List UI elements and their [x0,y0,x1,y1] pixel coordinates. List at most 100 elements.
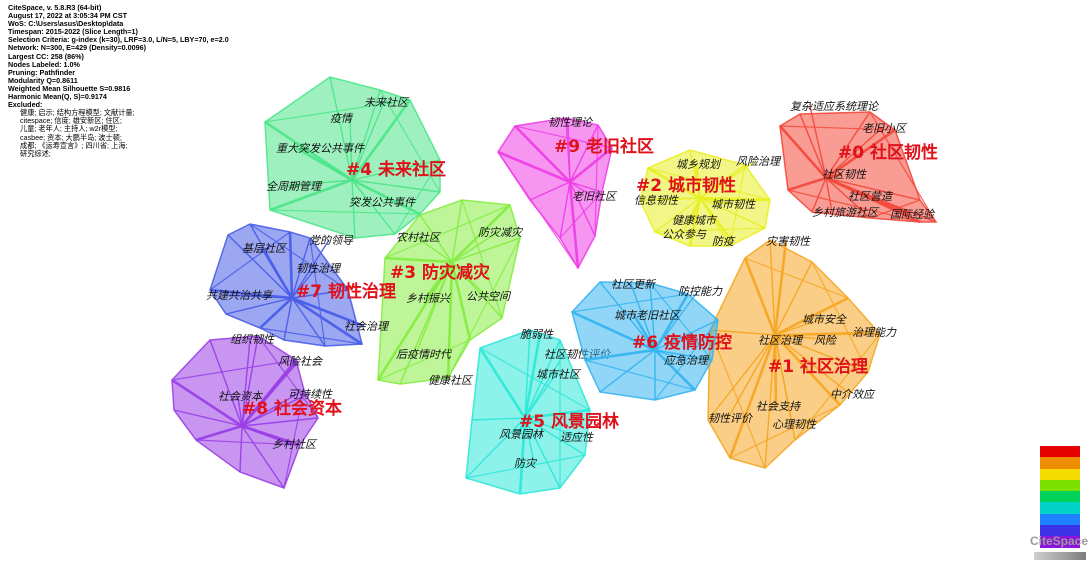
cluster-c3: 农村社区防灾减灾乡村振兴公共空间后疫情时代健康社区#3 防灾减灾 [376,199,524,387]
cluster-link [774,334,793,425]
cluster-link [239,425,243,473]
cluster-link [773,334,778,407]
legend-swatch [1040,457,1080,469]
cluster-link [419,214,453,263]
keyword-label: 农村社区 [396,231,442,244]
cluster-link [787,189,921,223]
cluster-link [764,334,776,469]
cluster-link [518,417,527,495]
keyword-label: 社区韧性 [822,168,867,181]
cluster-link [379,89,441,193]
cluster-link [195,424,243,442]
cluster-link [461,199,503,319]
keyword-label: 突发公共事件 [349,196,416,209]
cluster-link [171,378,243,428]
cluster-link [524,353,565,419]
cluster-label: #0 社区韧性 [838,142,938,163]
keyword-label: 社区营造 [848,190,893,203]
cluster-link [288,231,294,299]
cluster-link [774,296,849,337]
cluster-link [774,334,869,373]
keyword-label: 重大突发公共事件 [276,142,365,155]
keyword-label: 风险治理 [736,155,782,168]
cluster-link [688,197,702,247]
keyword-label: 社区更新 [611,278,657,291]
cluster-link [654,349,685,361]
cluster-link [241,424,293,446]
cluster-label: #6 疫情防控 [632,332,732,353]
cluster-link [351,178,421,216]
cluster-link [384,256,453,264]
cluster-link [569,181,593,197]
cluster-link [257,335,319,419]
cluster-link [773,240,788,336]
cluster-link [225,297,293,315]
cluster-link [647,167,771,201]
info-line: CiteSpace, v. 5.8.R3 (64-bit) [8,3,102,12]
keyword-label: 未来社区 [364,96,410,109]
cluster-c2: 城乡规划风险治理信息韧性城市韧性健康城市公众参与防疫#2 城市韧性 [634,149,782,248]
cluster-link [649,282,713,361]
cluster-link [743,257,777,336]
keyword-label: 老旧社区 [572,190,618,203]
cluster-link [351,101,385,181]
excluded-line: 健康; 启示; 结构方程模型; 文献计量; [20,108,135,118]
info-line: Harmonic Mean(Q, S)=0.9174 [8,92,107,102]
keyword-label: 脆弱性 [520,328,554,341]
cluster-link [415,261,453,355]
cluster-link [654,349,713,361]
info-line: Modularity Q=0.8611 [8,75,78,85]
cluster-link [291,297,326,347]
cluster-link [825,176,911,216]
legend-swatch [1040,468,1080,480]
cluster-label: #7 韧性治理 [296,281,396,302]
info-line: Largest CC: 258 (86%) [8,51,84,61]
info-line: Nodes Labeled: 1.0% [8,59,80,69]
cluster-link [479,347,591,411]
cluster-link [567,121,571,183]
keyword-label: 城市社区 [536,368,582,381]
info-line: Excluded: [8,100,43,110]
legend-swatch [1040,446,1080,458]
cluster-link [774,261,813,336]
cluster-link [559,191,603,239]
cluster-link [774,331,873,336]
info-line: Weighted Mean Silhouette S=0.9816 [8,83,131,93]
keyword-label: 乡村振兴 [406,292,452,305]
keyword-label: 公众参与 [662,228,707,241]
cluster-c8: 组织韧性风险社会社会资本可持续性乡村社区#8 社会资本 [171,333,342,489]
excluded-line: 成都; 《运寿宣言》; 四川省; 上海; [20,140,128,150]
keyword-label: 韧性理论 [548,116,594,129]
cluster-link [329,76,353,181]
cluster-link [524,417,586,456]
cluster-label: #5 风景园林 [519,411,619,432]
cluster-link [774,334,841,406]
cluster-link [654,197,701,233]
excluded-line: casbee; 资本; 大鹏半岛; 波士顿; [20,132,122,142]
keyword-label: 韧性治理 [296,262,342,275]
cluster-link [699,196,771,202]
cluster-link [729,404,841,459]
cluster-link [465,454,586,479]
cluster-link [825,177,833,213]
cluster-link [241,389,305,427]
citespace-logo: CiteSpace [1030,534,1089,548]
cluster-link [241,360,299,427]
cluster-link [584,348,656,362]
cluster-link [709,329,766,469]
cluster-link [653,197,701,201]
cluster-link [351,179,441,193]
keyword-label: 灾害韧性 [766,235,811,248]
cluster-label: #1 社区治理 [768,356,868,377]
cluster-link [779,125,896,131]
cluster-link [241,393,309,427]
cluster-link [524,339,561,419]
cluster-link [569,124,599,183]
cluster-link [654,319,719,351]
cluster-link [173,409,243,427]
cluster-link [351,159,441,181]
cluster-link [774,318,823,336]
